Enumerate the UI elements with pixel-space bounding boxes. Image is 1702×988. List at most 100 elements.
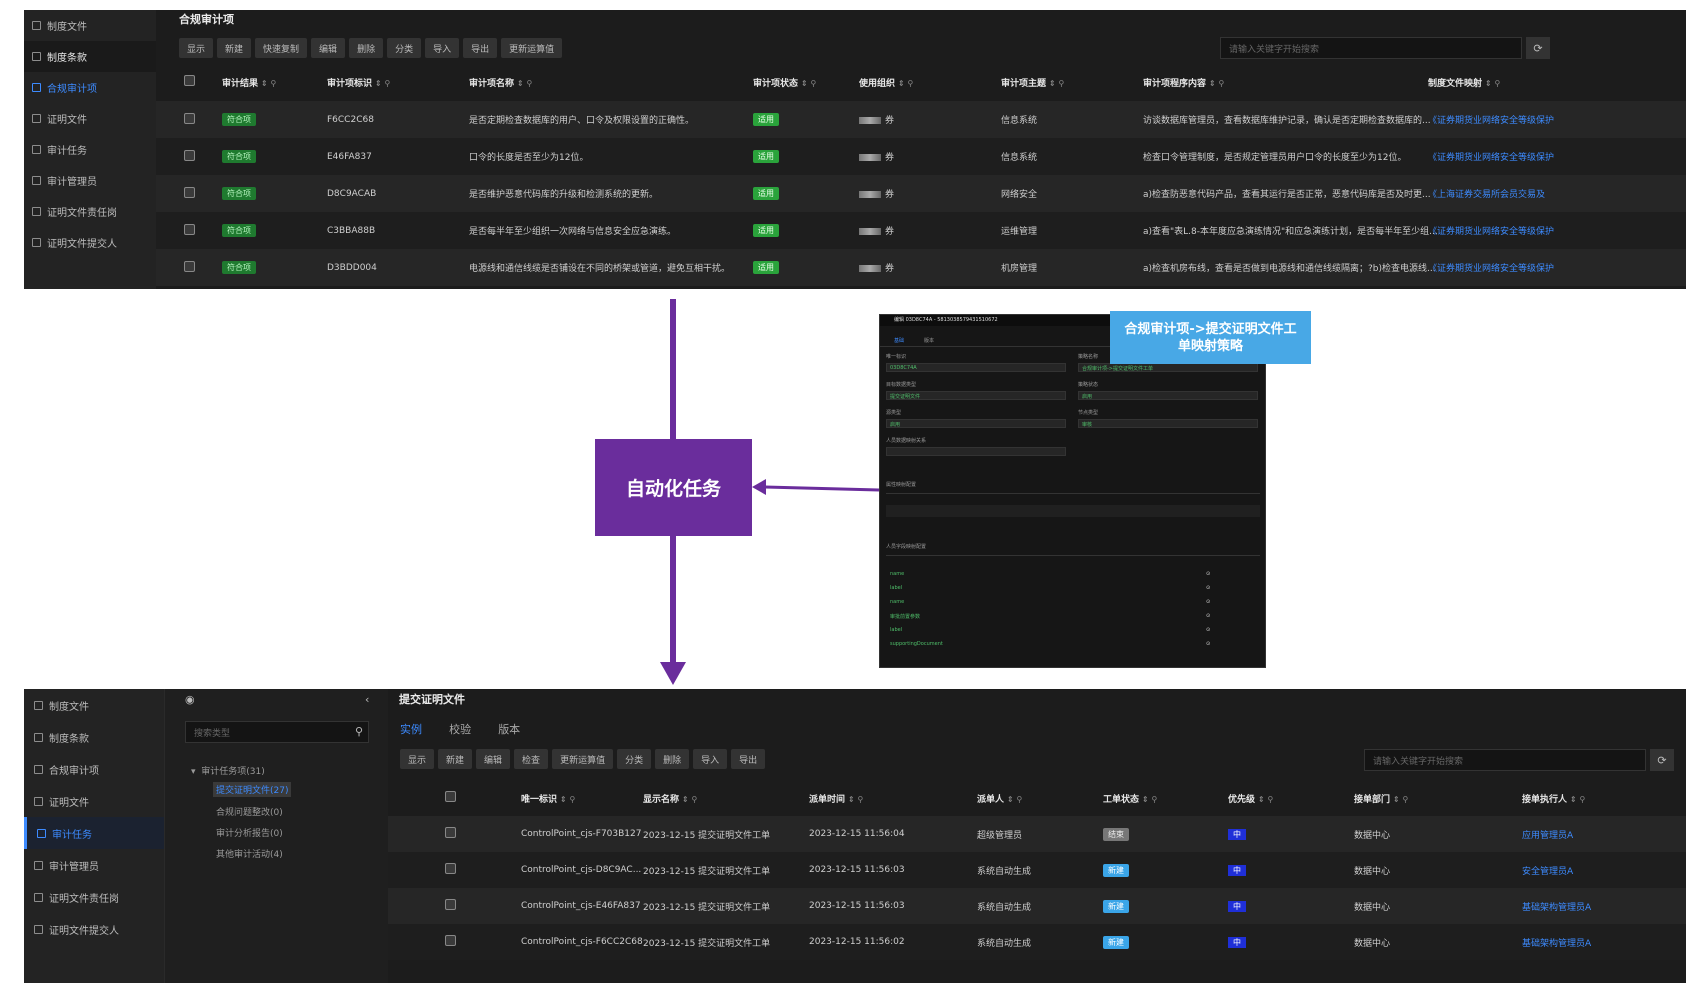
sidebar-item-auditor[interactable]: 审计管理员 [24, 849, 164, 881]
tree-item-evidence[interactable]: 提交证明文件(27) [213, 782, 292, 797]
policy-mapping-link[interactable]: 《证券期货业网络安全等级保护 [1428, 153, 1555, 163]
sidebar-item-audit-items[interactable]: 合规审计项 [24, 72, 156, 103]
row-checkbox[interactable] [445, 827, 456, 841]
row-checkbox[interactable] [184, 223, 195, 238]
row-checkbox[interactable] [445, 863, 456, 877]
table-row[interactable]: ControlPoint_cjs-D8C9AC...2023-12-15 提交证… [388, 852, 1686, 888]
tree-item-report[interactable]: 审计分析报告(0) [216, 829, 283, 839]
refresh-icon[interactable]: ⟳ [1650, 749, 1674, 771]
col-policy-mapping[interactable]: 制度文件映射⇕ ⚲ [1428, 78, 1501, 89]
policy-mapping-link[interactable]: 《证券期货业网络安全等级保护 [1428, 264, 1555, 274]
policy-mapping-link[interactable]: 《证券期货业网络安全等级保护 [1428, 116, 1555, 126]
refresh-icon[interactable]: ⟳ [1526, 37, 1550, 59]
tree-item-rectification[interactable]: 合规问题整改(0) [216, 808, 283, 818]
search-input[interactable]: 请输入关键字开始搜索 [1364, 749, 1646, 771]
show-button[interactable]: 显示 [400, 749, 435, 769]
search-input[interactable]: 请输入关键字开始搜索 [1220, 37, 1522, 59]
export-button[interactable]: 导出 [463, 38, 498, 58]
sidebar-item-evidence-submitter[interactable]: 证明文件提交人 [24, 913, 164, 945]
col-ticket-status[interactable]: 工单状态⇕ ⚲ [1103, 794, 1158, 805]
select-all-checkbox[interactable] [445, 791, 456, 805]
col-dispatcher[interactable]: 派单人⇕ ⚲ [977, 794, 1023, 805]
delete-button[interactable]: 删除 [349, 38, 384, 58]
sidebar-item-audit-task[interactable]: 审计任务 [24, 817, 164, 849]
check-button[interactable]: 检查 [514, 749, 549, 769]
mini-select-status[interactable] [1078, 391, 1258, 400]
sidebar-item-policy-clause[interactable]: 制度条款 [24, 721, 164, 753]
sidebar-item-evidence-submitter[interactable]: 证明文件提交人 [24, 227, 156, 258]
sidebar-item-evidence-owner[interactable]: 证明文件责任岗 [24, 881, 164, 913]
mini-select-source[interactable] [886, 419, 1066, 428]
row-checkbox[interactable] [184, 149, 195, 164]
col-audit-status[interactable]: 审计项状态⇕ ⚲ [753, 78, 817, 89]
assignee-link[interactable]: 安全管理员A [1522, 866, 1574, 877]
row-checkbox[interactable] [184, 186, 195, 201]
tree-item-other[interactable]: 其他审计活动(4) [216, 850, 283, 860]
search-icon[interactable]: ⚲ [355, 725, 364, 738]
mini-select-target[interactable] [886, 391, 1066, 400]
select-all-checkbox[interactable] [184, 75, 195, 89]
sidebar-item-evidence[interactable]: 证明文件 [24, 103, 156, 134]
collapse-icon[interactable]: ‹ [365, 693, 370, 706]
category-button[interactable]: 分类 [387, 38, 422, 58]
row-checkbox[interactable] [445, 935, 456, 949]
col-audit-name[interactable]: 审计项名称⇕ ⚲ [469, 78, 533, 89]
col-procedure[interactable]: 审计项程序内容⇕ ⚲ [1143, 78, 1225, 89]
col-topic[interactable]: 审计项主题⇕ ⚲ [1001, 78, 1065, 89]
edit-button[interactable]: 编辑 [311, 38, 346, 58]
import-button[interactable]: 导入 [425, 38, 460, 58]
sidebar-item-auditor[interactable]: 审计管理员 [24, 165, 156, 196]
col-dispatch-time[interactable]: 派单时间⇕ ⚲ [809, 794, 864, 805]
update-calc-button[interactable]: 更新运算值 [501, 38, 563, 58]
col-org[interactable]: 使用组织⇕ ⚲ [859, 78, 914, 89]
mini-tab-version[interactable]: 版本 [924, 338, 935, 344]
col-display-name[interactable]: 显示名称⇕ ⚲ [643, 794, 698, 805]
assignee-link[interactable]: 基础架构管理员A [1522, 938, 1592, 949]
sidebar-item-evidence-owner[interactable]: 证明文件责任岗 [24, 196, 156, 227]
mini-select-mapping[interactable] [886, 447, 1066, 456]
quick-copy-button[interactable]: 快速复制 [255, 38, 308, 58]
mini-tab-basic[interactable]: 基础 [894, 338, 905, 344]
new-button[interactable]: 新建 [217, 38, 252, 58]
delete-button[interactable]: 删除 [655, 749, 690, 769]
col-unique-id[interactable]: 唯一标识⇕ ⚲ [521, 794, 576, 805]
new-button[interactable]: 新建 [438, 749, 473, 769]
sidebar-item-audit-items[interactable]: 合规审计项 [24, 753, 164, 785]
type-search-input[interactable]: 搜索类型 [185, 721, 369, 743]
col-assignee[interactable]: 接单执行人⇕ ⚲ [1522, 794, 1586, 805]
tab-version[interactable]: 版本 [498, 723, 521, 736]
eye-icon[interactable]: ◉ [185, 693, 195, 706]
col-audit-id[interactable]: 审计项标识⇕ ⚲ [327, 78, 391, 89]
sidebar-item-audit-task[interactable]: 审计任务 [24, 134, 156, 165]
show-button[interactable]: 显示 [179, 38, 214, 58]
sidebar-item-policy-clause[interactable]: 制度条款 [24, 41, 156, 72]
export-button[interactable]: 导出 [731, 749, 766, 769]
col-dept[interactable]: 接单部门⇕ ⚲ [1354, 794, 1409, 805]
row-checkbox[interactable] [184, 112, 195, 127]
tree-root[interactable]: ▾ 审计任务项(31) [191, 767, 265, 777]
mini-row-action-icon[interactable]: ⊙ [1206, 571, 1211, 577]
update-calc-button[interactable]: 更新运算值 [552, 749, 614, 769]
mini-input-id[interactable] [886, 363, 1066, 372]
col-audit-result[interactable]: 审计结果⇕ ⚲ [222, 78, 277, 89]
edit-button[interactable]: 编辑 [476, 749, 511, 769]
tab-validation[interactable]: 校验 [449, 723, 472, 736]
policy-mapping-link[interactable]: 《证券期货业网络安全等级保护 [1428, 227, 1555, 237]
col-priority[interactable]: 优先级⇕ ⚲ [1228, 794, 1274, 805]
row-checkbox[interactable] [445, 899, 456, 913]
sidebar-item-policy-doc[interactable]: 制度文件 [24, 10, 156, 41]
sidebar-item-evidence[interactable]: 证明文件 [24, 785, 164, 817]
assignee-link[interactable]: 应用管理员A [1522, 830, 1574, 841]
assignee-link[interactable]: 基础架构管理员A [1522, 902, 1592, 913]
category-button[interactable]: 分类 [617, 749, 652, 769]
import-button[interactable]: 导入 [693, 749, 728, 769]
row-checkbox[interactable] [184, 260, 195, 275]
